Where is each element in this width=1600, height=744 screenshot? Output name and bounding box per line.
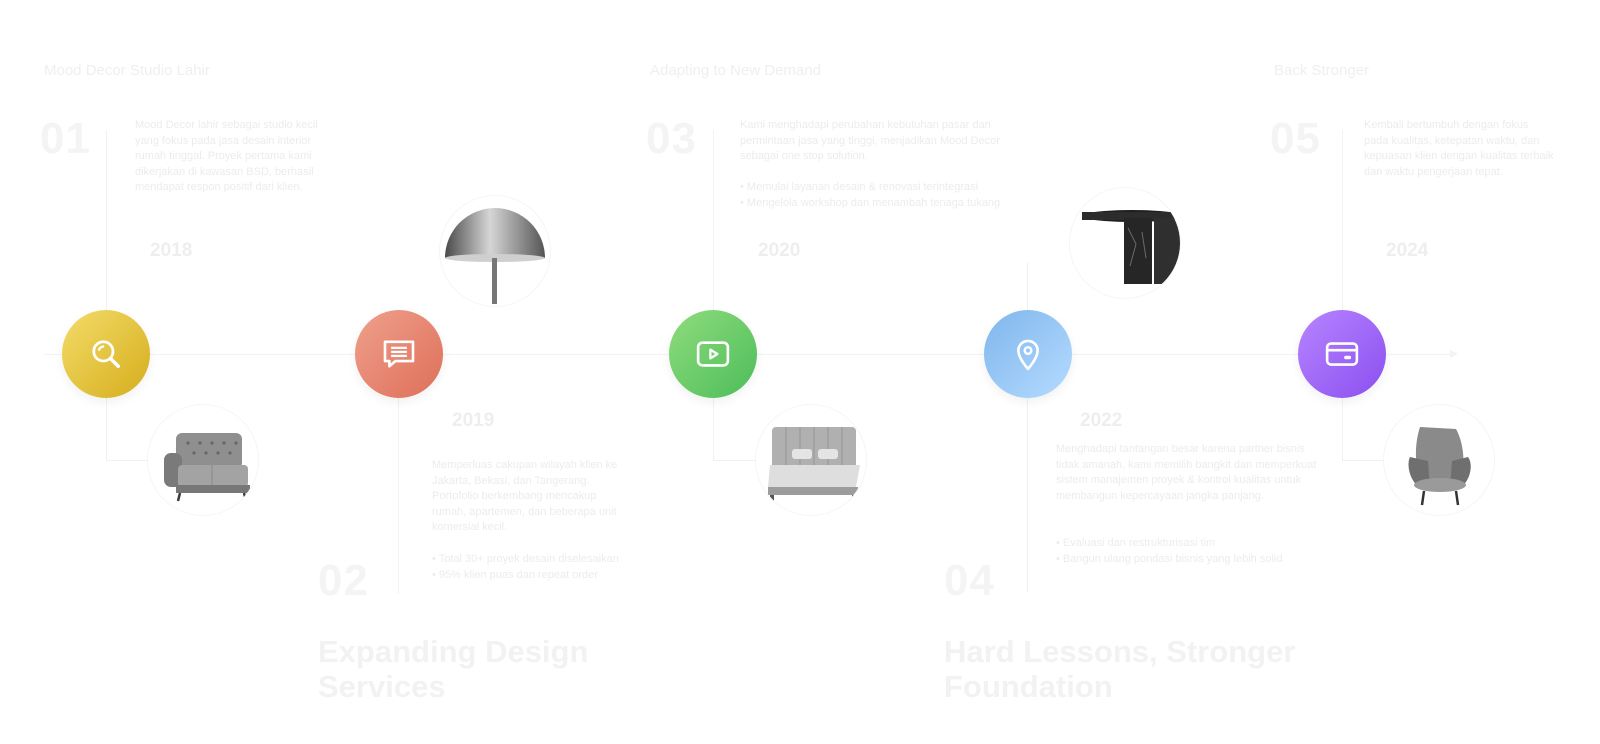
milestone-4-bullets: • Evaluasi dan restrukturisasi tim • Ban… — [1056, 536, 1326, 567]
list-item: • Total 30+ proyek desain diselesaikan — [432, 553, 619, 565]
credit-card-icon — [1325, 342, 1359, 366]
milestone-1-title: Mood Decor Studio Lahir — [44, 62, 210, 79]
search-icon — [92, 340, 120, 368]
connector-1-branch — [106, 460, 152, 461]
location-pin-icon — [1017, 339, 1039, 371]
milestone-2-headline: Expanding Design Services — [318, 634, 589, 704]
list-item: • Mengelola workshop dan menambah tenaga… — [740, 196, 1001, 209]
connector-3-branch — [713, 460, 757, 461]
milestone-4-number: 04 — [944, 556, 995, 605]
milestone-1-icon-circle[interactable] — [62, 310, 150, 398]
milestone-4-year: 2022 — [1080, 410, 1123, 431]
connector-5 — [1342, 130, 1343, 460]
milestone-3-bullets: • Memulai layanan desain & renovasi teri… — [740, 180, 1002, 211]
milestone-2-year: 2019 — [452, 410, 495, 431]
milestone-2-icon-circle[interactable] — [355, 310, 443, 398]
list-item: • Bangun ulang pondasi bisnis yang lebih… — [1056, 552, 1283, 565]
chat-icon — [383, 340, 415, 368]
milestone-2-description: Memperluas cakupan wilayah klien ke Jaka… — [432, 459, 618, 533]
connector-5-branch — [1342, 460, 1386, 461]
milestone-2-bullets: • Total 30+ proyek desain diselesaikan •… — [432, 552, 652, 583]
milestone-3-year: 2020 — [758, 240, 801, 261]
sofa-photo — [148, 405, 258, 515]
milestone-3-icon-circle[interactable] — [669, 310, 757, 398]
play-icon — [696, 341, 730, 367]
lamp-photo — [440, 196, 550, 306]
armchair-photo — [1384, 405, 1494, 515]
milestone-4-icon-circle[interactable] — [984, 310, 1072, 398]
milestone-5-year: 2024 — [1386, 240, 1429, 261]
milestone-3-description: Kami menghadapi perubahan kebutuhan pasa… — [740, 119, 1000, 162]
connector-3 — [713, 130, 714, 460]
milestone-4-headline: Hard Lessons, Stronger Foundation — [944, 634, 1296, 704]
milestone-3-title: Adapting to New Demand — [650, 62, 821, 79]
milestone-4-description: Menghadapi tantangan besar karena partne… — [1056, 443, 1317, 502]
milestone-1-description: Mood Decor lahir sebagai studio kecil ya… — [135, 119, 318, 193]
bed-photo — [756, 405, 866, 515]
milestone-1-year: 2018 — [150, 240, 193, 261]
connector-1 — [106, 130, 107, 460]
list-item: • Memulai layanan desain & renovasi teri… — [740, 181, 979, 193]
milestone-1-number: 01 — [40, 114, 91, 163]
milestone-5-title: Back Stronger — [1274, 62, 1370, 79]
list-item: • 95% klien puas dan repeat order — [432, 568, 598, 581]
milestone-5-description: Kembali bertumbuh dengan fokus pada kual… — [1364, 119, 1554, 178]
milestone-5-number: 05 — [1270, 114, 1321, 163]
connector-2 — [398, 398, 399, 594]
connector-4 — [1027, 262, 1028, 592]
milestone-3-number: 03 — [646, 114, 697, 163]
list-item: • Evaluasi dan restrukturisasi tim — [1056, 537, 1216, 549]
milestone-2-number: 02 — [318, 556, 369, 605]
milestone-5-icon-circle[interactable] — [1298, 310, 1386, 398]
table-photo — [1070, 188, 1180, 298]
